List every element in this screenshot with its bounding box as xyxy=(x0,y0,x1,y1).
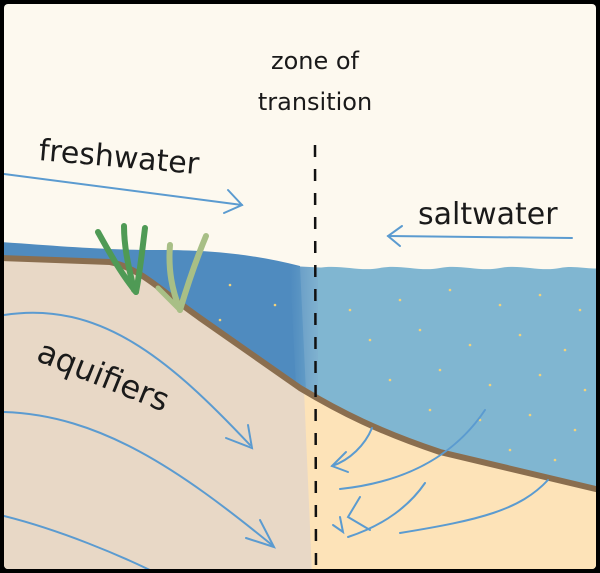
saltwater-label: saltwater xyxy=(418,197,558,232)
land-saltwater-side xyxy=(304,390,596,569)
zone-of-label: zone of xyxy=(271,47,360,75)
saltwater-body xyxy=(318,266,596,490)
salt-dots xyxy=(78,260,587,462)
transition-label: transition xyxy=(258,88,372,116)
saltwater-arrow-icon xyxy=(386,225,573,247)
freshwater-body xyxy=(4,242,306,392)
aquifer-arrows xyxy=(4,311,549,569)
land-freshwater-side xyxy=(4,258,312,569)
freshwater-arrow-icon xyxy=(4,173,244,214)
ground-line xyxy=(4,255,596,493)
seagrass-plants xyxy=(95,223,209,313)
